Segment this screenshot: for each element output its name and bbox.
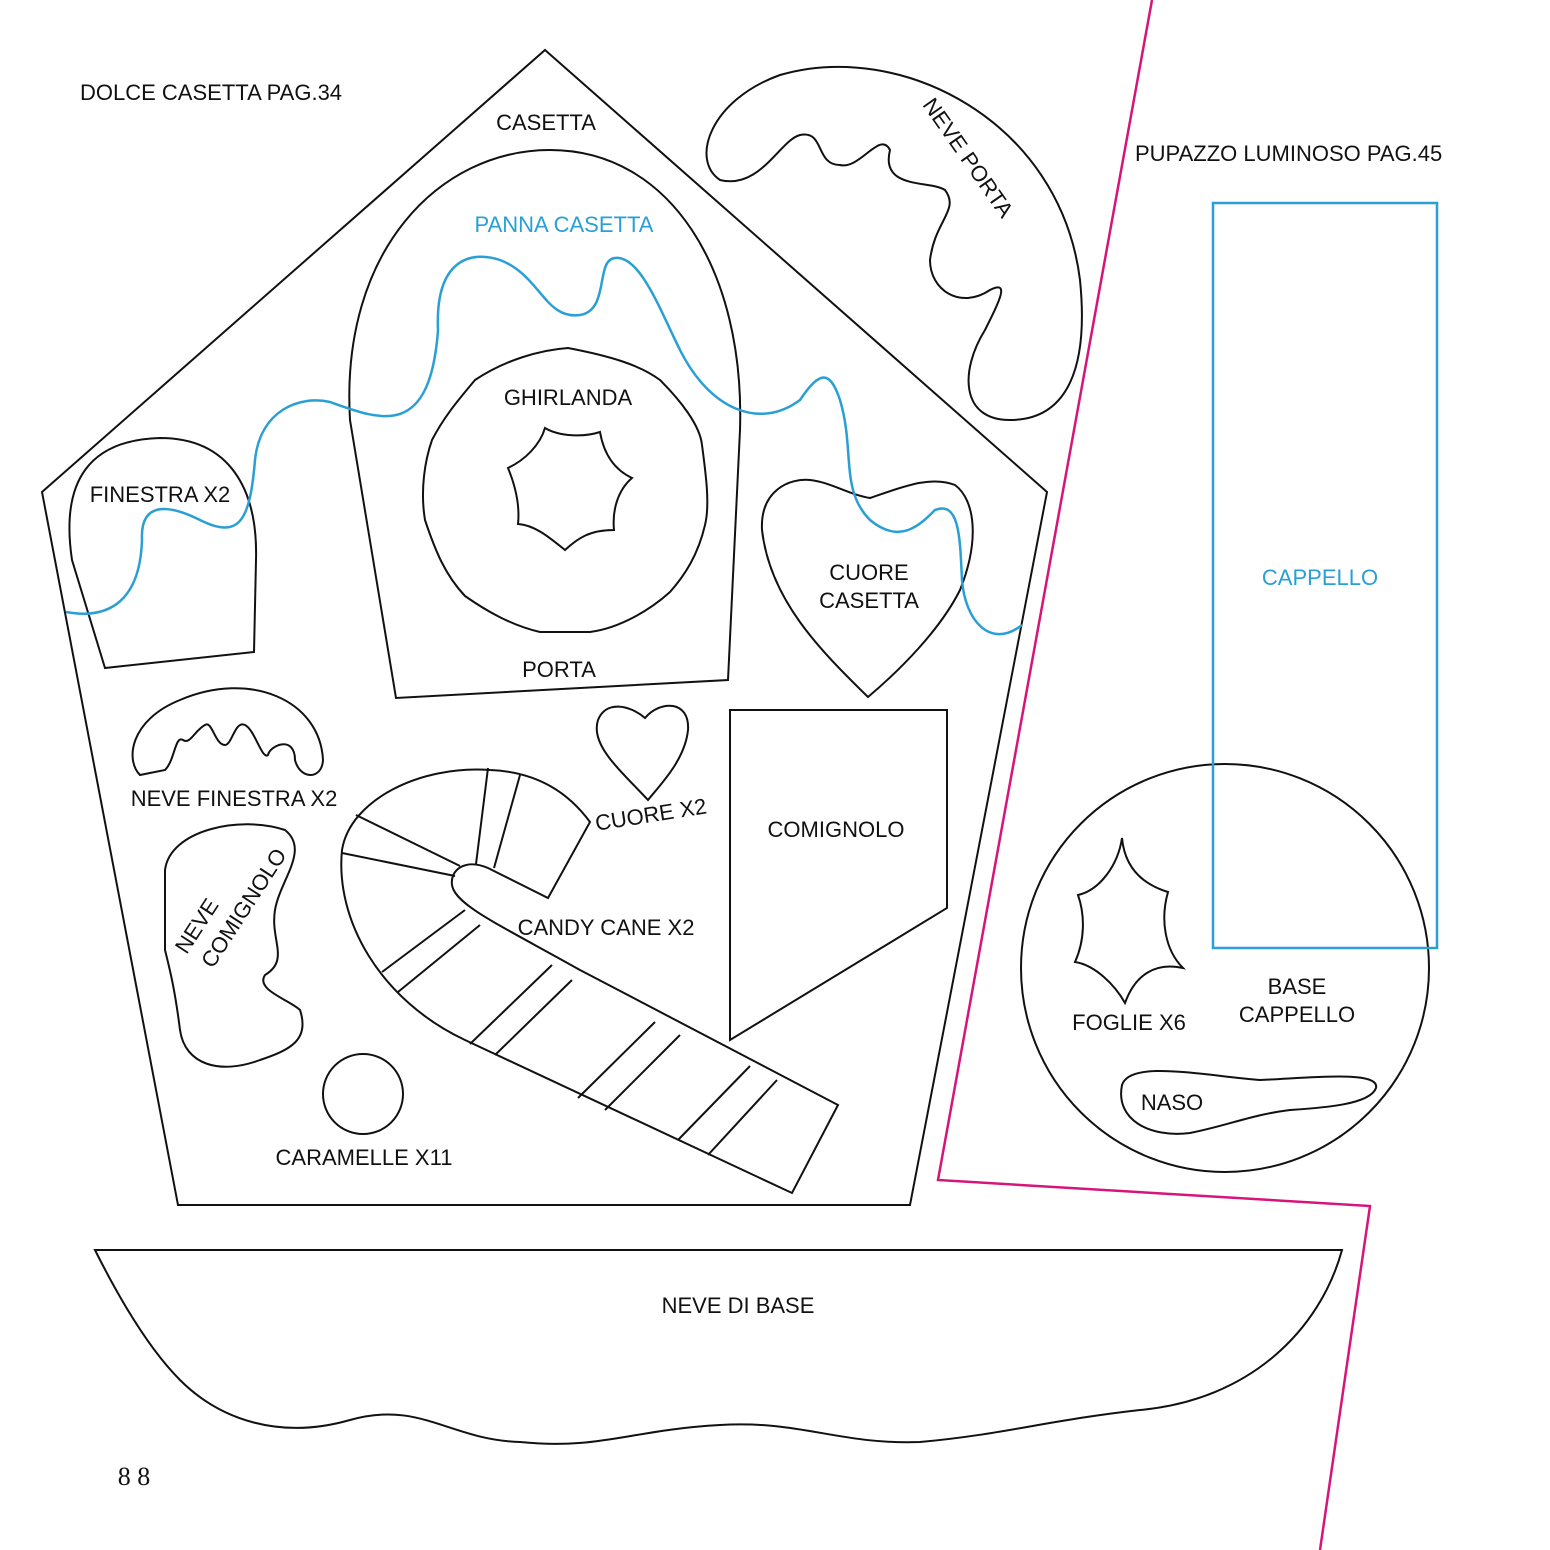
cappello-shape	[1211, 201, 1439, 950]
label-cappello: CAPPELLO	[1262, 565, 1378, 590]
right-section-title: PUPAZZO LUMINOSO PAG.45	[1135, 141, 1442, 166]
caramella-shape	[322, 1053, 404, 1135]
cuore-shape	[595, 704, 690, 802]
neve-finestra-shape	[131, 687, 325, 777]
ghirlanda-shape	[421, 346, 709, 633]
label-neve-porta: NEVE PORTA	[918, 93, 1019, 222]
label-candy-cane: CANDY CANE X2	[518, 915, 695, 940]
label-porta: PORTA	[522, 657, 596, 682]
neve-comignolo-shape	[164, 823, 304, 1068]
label-panna-casetta: PANNA CASETTA	[475, 212, 654, 237]
label-cuore-casetta-2: CASETTA	[819, 588, 919, 613]
porta-shape	[348, 148, 742, 700]
label-base-cappello-1: BASE	[1268, 974, 1327, 999]
comignolo-shape	[729, 709, 948, 1042]
label-cuore-casetta-1: CUORE	[829, 560, 908, 585]
finestra-shape	[68, 436, 258, 670]
label-neve-di-base: NEVE DI BASE	[662, 1293, 815, 1318]
label-caramelle: CARAMELLE X11	[276, 1145, 453, 1170]
label-foglie: FOGLIE X6	[1072, 1010, 1186, 1035]
label-finestra: FINESTRA X2	[90, 482, 231, 507]
label-casetta: CASETTA	[496, 110, 596, 135]
page-number: 8 8	[118, 1462, 151, 1491]
label-naso: NASO	[1141, 1090, 1203, 1115]
base-cappello-shape	[1020, 763, 1430, 1173]
cut-divider-line	[936, 0, 1372, 1550]
left-section-title: DOLCE CASETTA PAG.34	[80, 80, 342, 105]
label-base-cappello-2: CAPPELLO	[1239, 1002, 1355, 1027]
neve-porta-shape	[705, 66, 1083, 422]
casetta-shape	[40, 48, 1049, 1206]
label-ghirlanda: GHIRLANDA	[504, 385, 633, 410]
candy-cane-shape	[340, 767, 840, 1195]
label-comignolo: COMIGNOLO	[768, 817, 905, 842]
label-cuore: CUORE X2	[593, 793, 708, 835]
panna-casetta-line	[65, 255, 1023, 636]
neve-di-base-shape	[93, 1249, 1344, 1445]
cuore-casetta-shape	[760, 478, 974, 699]
label-neve-finestra: NEVE FINESTRA X2	[131, 786, 338, 811]
naso-shape	[1120, 1070, 1378, 1135]
ghirlanda-inner-cut	[506, 426, 634, 552]
foglia-shape	[1073, 837, 1187, 1006]
